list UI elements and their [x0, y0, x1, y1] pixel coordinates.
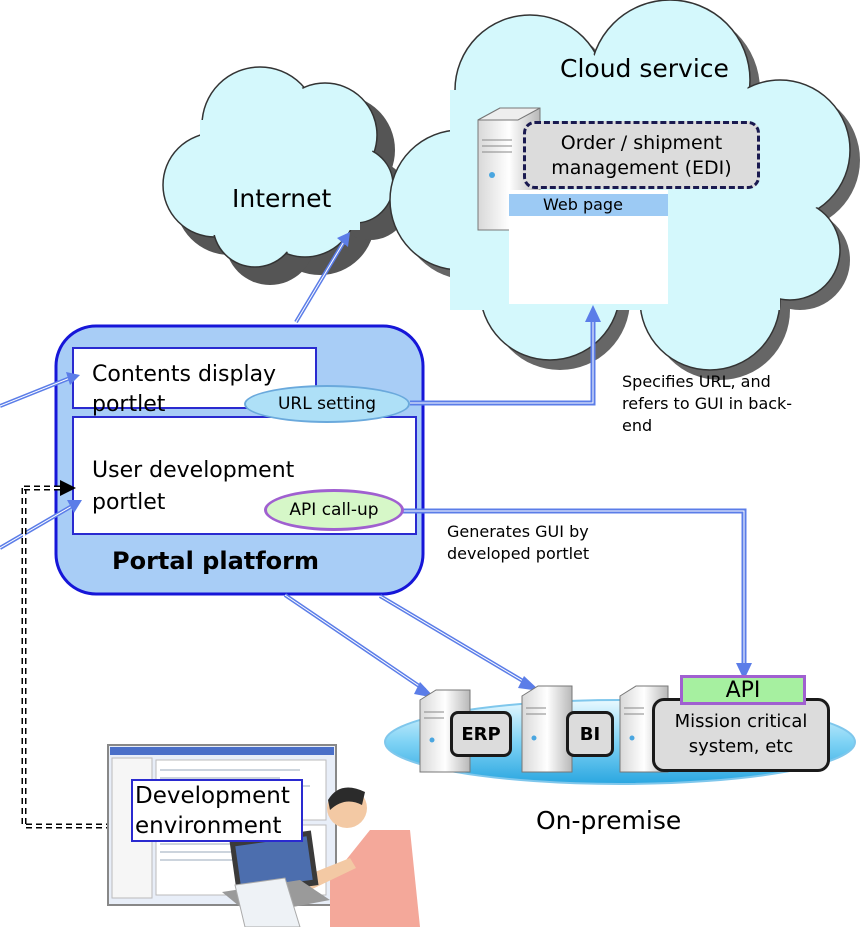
- bi-badge: BI: [566, 711, 614, 757]
- user-portlet-label-line1: User development: [92, 458, 295, 483]
- user-portlet-label-line2: portlet: [92, 490, 166, 515]
- portal-to-internet-arrow: [294, 232, 350, 324]
- dev-label-line2: environment: [135, 813, 282, 839]
- mission-label-line1: Mission critical: [674, 711, 808, 732]
- bi-label: BI: [579, 723, 601, 745]
- specifies-note-line2: refers to GUI in back-: [622, 394, 793, 413]
- webpage-box: Web page: [509, 190, 668, 304]
- dev-environment-route: [21, 480, 130, 829]
- dev-environment-box: Development environment: [131, 779, 303, 842]
- portal-to-onpremise-arrows: [283, 593, 540, 698]
- api-label: API: [725, 677, 761, 703]
- url-setting-pill: URL setting: [244, 385, 410, 423]
- left-incoming-arrows: [0, 372, 82, 550]
- mission-label-line2: system, etc: [688, 736, 794, 757]
- webpage-title: Web page: [543, 195, 623, 214]
- contents-portlet-label-line1: Contents display: [92, 362, 277, 387]
- edi-label-line2: management (EDI): [551, 157, 732, 179]
- erp-label: ERP: [461, 723, 501, 745]
- api-badge: API: [680, 675, 806, 705]
- url-setting-route: [410, 305, 601, 406]
- contents-portlet-label-line2: portlet: [92, 392, 166, 417]
- erp-badge: ERP: [450, 711, 512, 757]
- internet-label: Internet: [232, 184, 332, 213]
- webpage-titlebar: [509, 194, 668, 216]
- edi-label-line1: Order / shipment: [560, 132, 723, 154]
- url-setting-label: URL setting: [277, 394, 377, 414]
- onpremise-label: On-premise: [536, 806, 682, 835]
- api-callup-pill: API call-up: [264, 489, 404, 531]
- generates-note-line2: developed portlet: [447, 544, 590, 563]
- mission-critical-box: Mission critical system, etc: [652, 698, 830, 772]
- specifies-note-line1: Specifies URL, and: [622, 372, 771, 391]
- api-callup-route: [400, 508, 752, 680]
- generates-note-line1: Generates GUI by: [447, 522, 589, 541]
- edi-box: Order / shipment management (EDI): [523, 121, 760, 189]
- developer-person-illustration: [222, 787, 420, 927]
- api-callup-label: API call-up: [289, 500, 379, 520]
- portal-platform-title: Portal platform: [112, 547, 320, 575]
- cloud-service-title: Cloud service: [560, 54, 729, 83]
- specifies-note-line3: end: [622, 416, 653, 435]
- bi-server-icon: [521, 685, 573, 773]
- dev-label-line1: Development: [135, 783, 290, 809]
